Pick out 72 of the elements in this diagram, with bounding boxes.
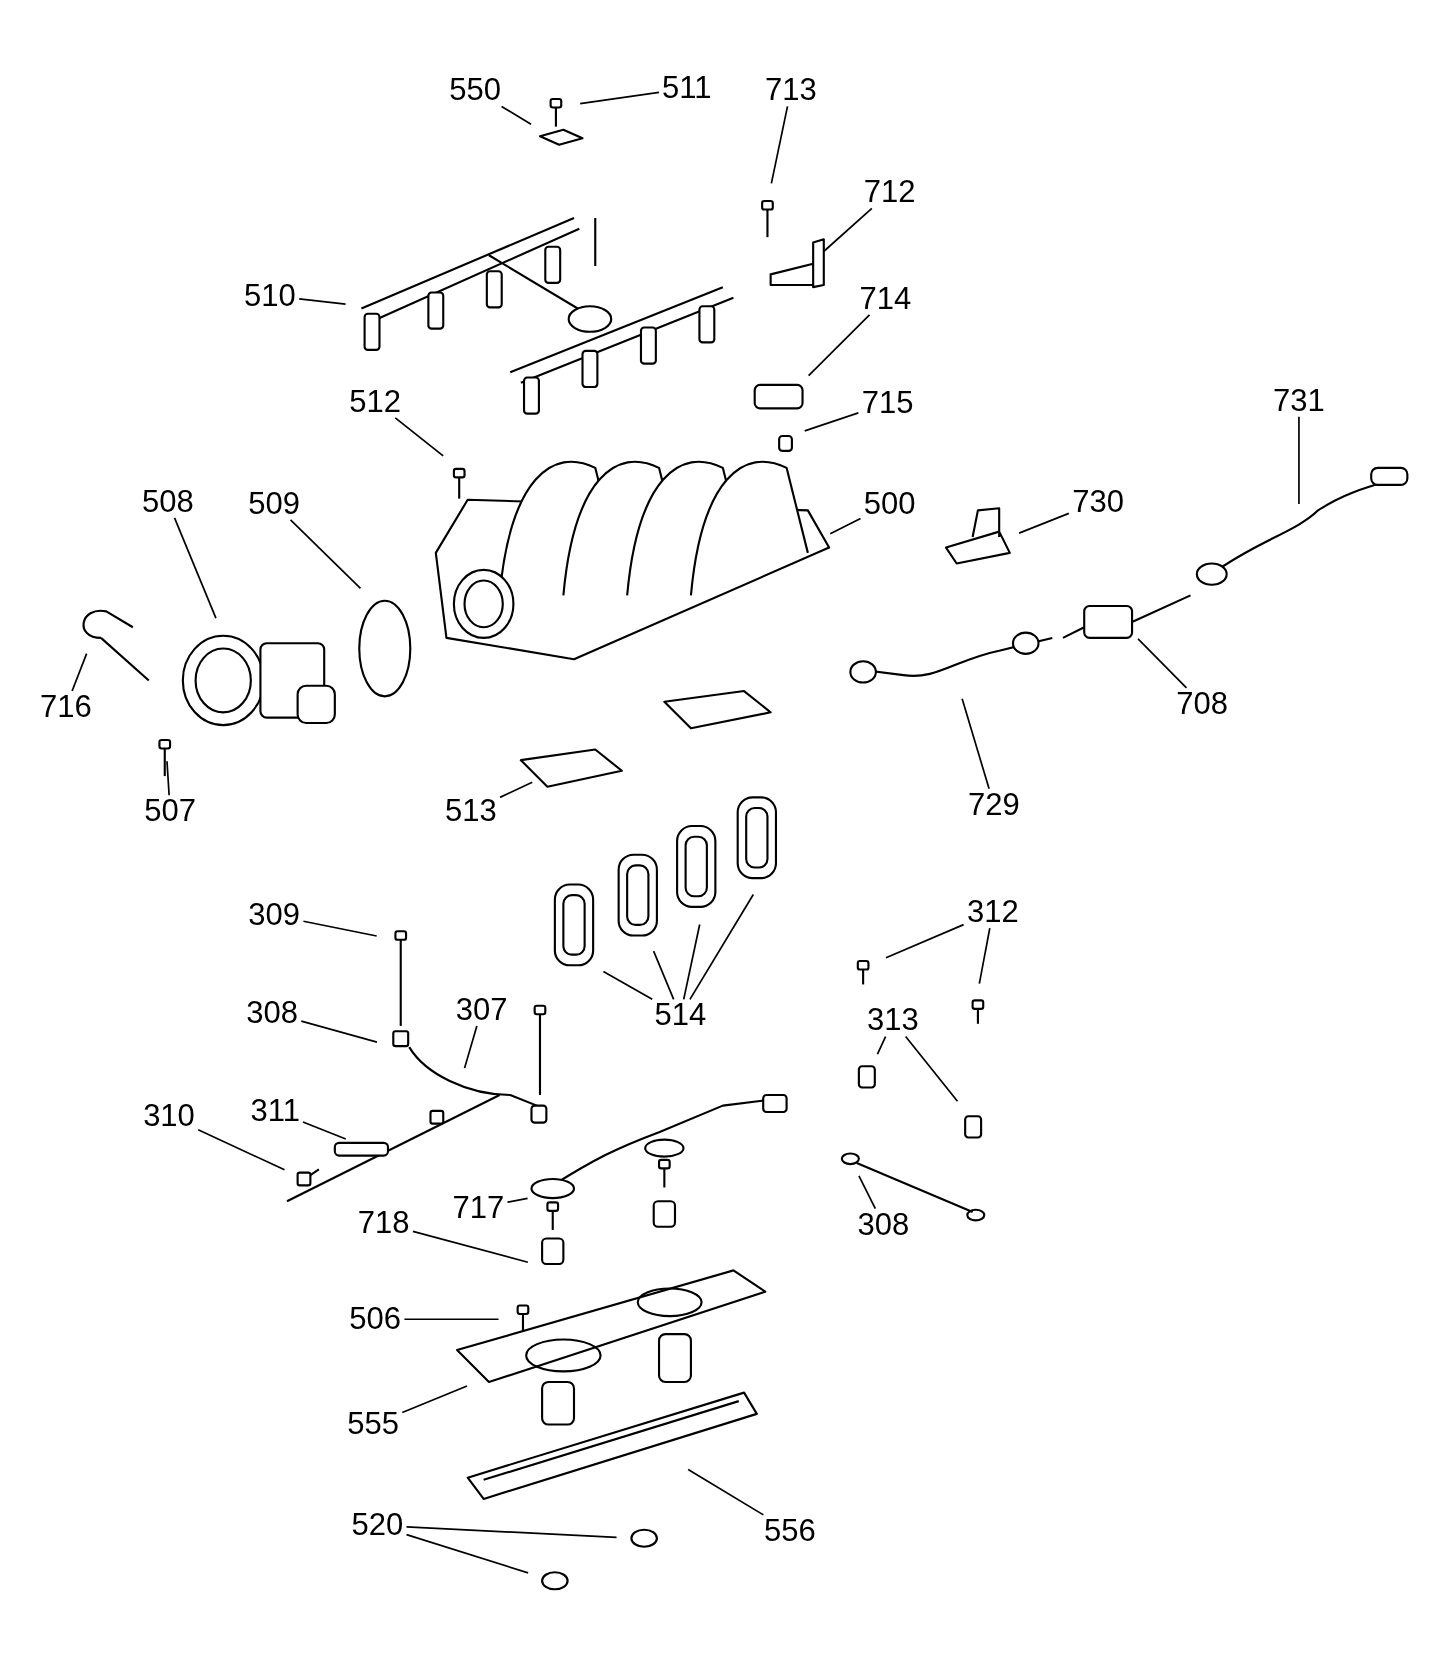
leader-line xyxy=(823,207,873,252)
callout-number: 308 xyxy=(246,996,298,1030)
leader-line xyxy=(302,920,378,937)
callout-number: 708 xyxy=(1176,686,1229,721)
callout-number: 510 xyxy=(244,278,296,313)
leader-line xyxy=(579,91,660,105)
callout-number: 729 xyxy=(968,787,1020,822)
callout-number: 309 xyxy=(248,898,301,933)
callout-number: 718 xyxy=(357,1206,410,1241)
leader-line xyxy=(807,313,871,377)
callout-number: 506 xyxy=(349,1302,402,1337)
callout-number: 520 xyxy=(351,1508,404,1543)
leader-line xyxy=(803,411,860,432)
leader-line xyxy=(289,519,362,590)
leader-line xyxy=(770,105,789,185)
callout-number: 509 xyxy=(248,486,301,521)
callout-number: 731 xyxy=(1273,383,1325,418)
leader-line xyxy=(904,1035,959,1103)
leader-line xyxy=(1137,637,1188,689)
callout-number: 716 xyxy=(40,689,92,724)
leader-line xyxy=(499,781,534,799)
leader-line xyxy=(652,950,675,1001)
leader-line xyxy=(405,1533,529,1574)
leader-line xyxy=(689,893,755,1001)
leader-line xyxy=(1018,512,1070,534)
callout-number: 555 xyxy=(347,1407,399,1442)
callout-number: 714 xyxy=(859,281,912,316)
leader-line xyxy=(506,1197,529,1204)
leader-line xyxy=(197,1128,286,1171)
leader-line xyxy=(858,1175,877,1210)
leader-line xyxy=(829,517,862,535)
callout-number: 712 xyxy=(863,175,916,210)
callout-number: 512 xyxy=(349,384,402,419)
leader-line xyxy=(302,1121,347,1140)
callout-number: 556 xyxy=(763,1513,816,1548)
leader-line xyxy=(405,1526,618,1539)
leader-line xyxy=(403,1318,500,1321)
leader-line xyxy=(71,652,88,692)
callout-number: 514 xyxy=(654,998,707,1033)
callout-number: 713 xyxy=(764,73,817,108)
leader-line xyxy=(412,1230,529,1264)
leader-line xyxy=(602,970,654,1001)
callout-number: 550 xyxy=(449,73,501,108)
callout-number: 730 xyxy=(1072,484,1124,519)
callout-number: 308 xyxy=(857,1207,910,1242)
callout-number: 717 xyxy=(452,1190,505,1225)
leader-line xyxy=(401,1385,468,1414)
leader-line xyxy=(298,298,347,305)
callout-number: 311 xyxy=(250,1093,300,1128)
callout-number: 312 xyxy=(966,895,1019,929)
leader-line xyxy=(876,1035,887,1056)
leader-line xyxy=(500,105,532,126)
callout-number: 508 xyxy=(142,484,194,519)
callout-number: 310 xyxy=(143,1099,195,1134)
callout-number: 513 xyxy=(445,794,497,829)
leader-line xyxy=(687,1468,765,1516)
callout-number: 307 xyxy=(455,992,508,1027)
leader-line xyxy=(682,923,701,1001)
leader-line xyxy=(978,927,991,985)
leader-line xyxy=(961,697,990,790)
callout-number: 507 xyxy=(144,794,196,829)
callout-number: 715 xyxy=(861,385,914,420)
leader-line xyxy=(885,923,965,959)
leader-line xyxy=(394,417,444,457)
leader-line xyxy=(173,516,217,619)
leader-line xyxy=(300,1020,378,1043)
leader-line xyxy=(1298,415,1300,505)
callout-number: 313 xyxy=(867,1003,919,1038)
leader-line xyxy=(166,760,170,797)
callout-number: 500 xyxy=(863,486,916,521)
leader-line xyxy=(463,1025,478,1069)
callout-number: 511 xyxy=(661,71,712,106)
